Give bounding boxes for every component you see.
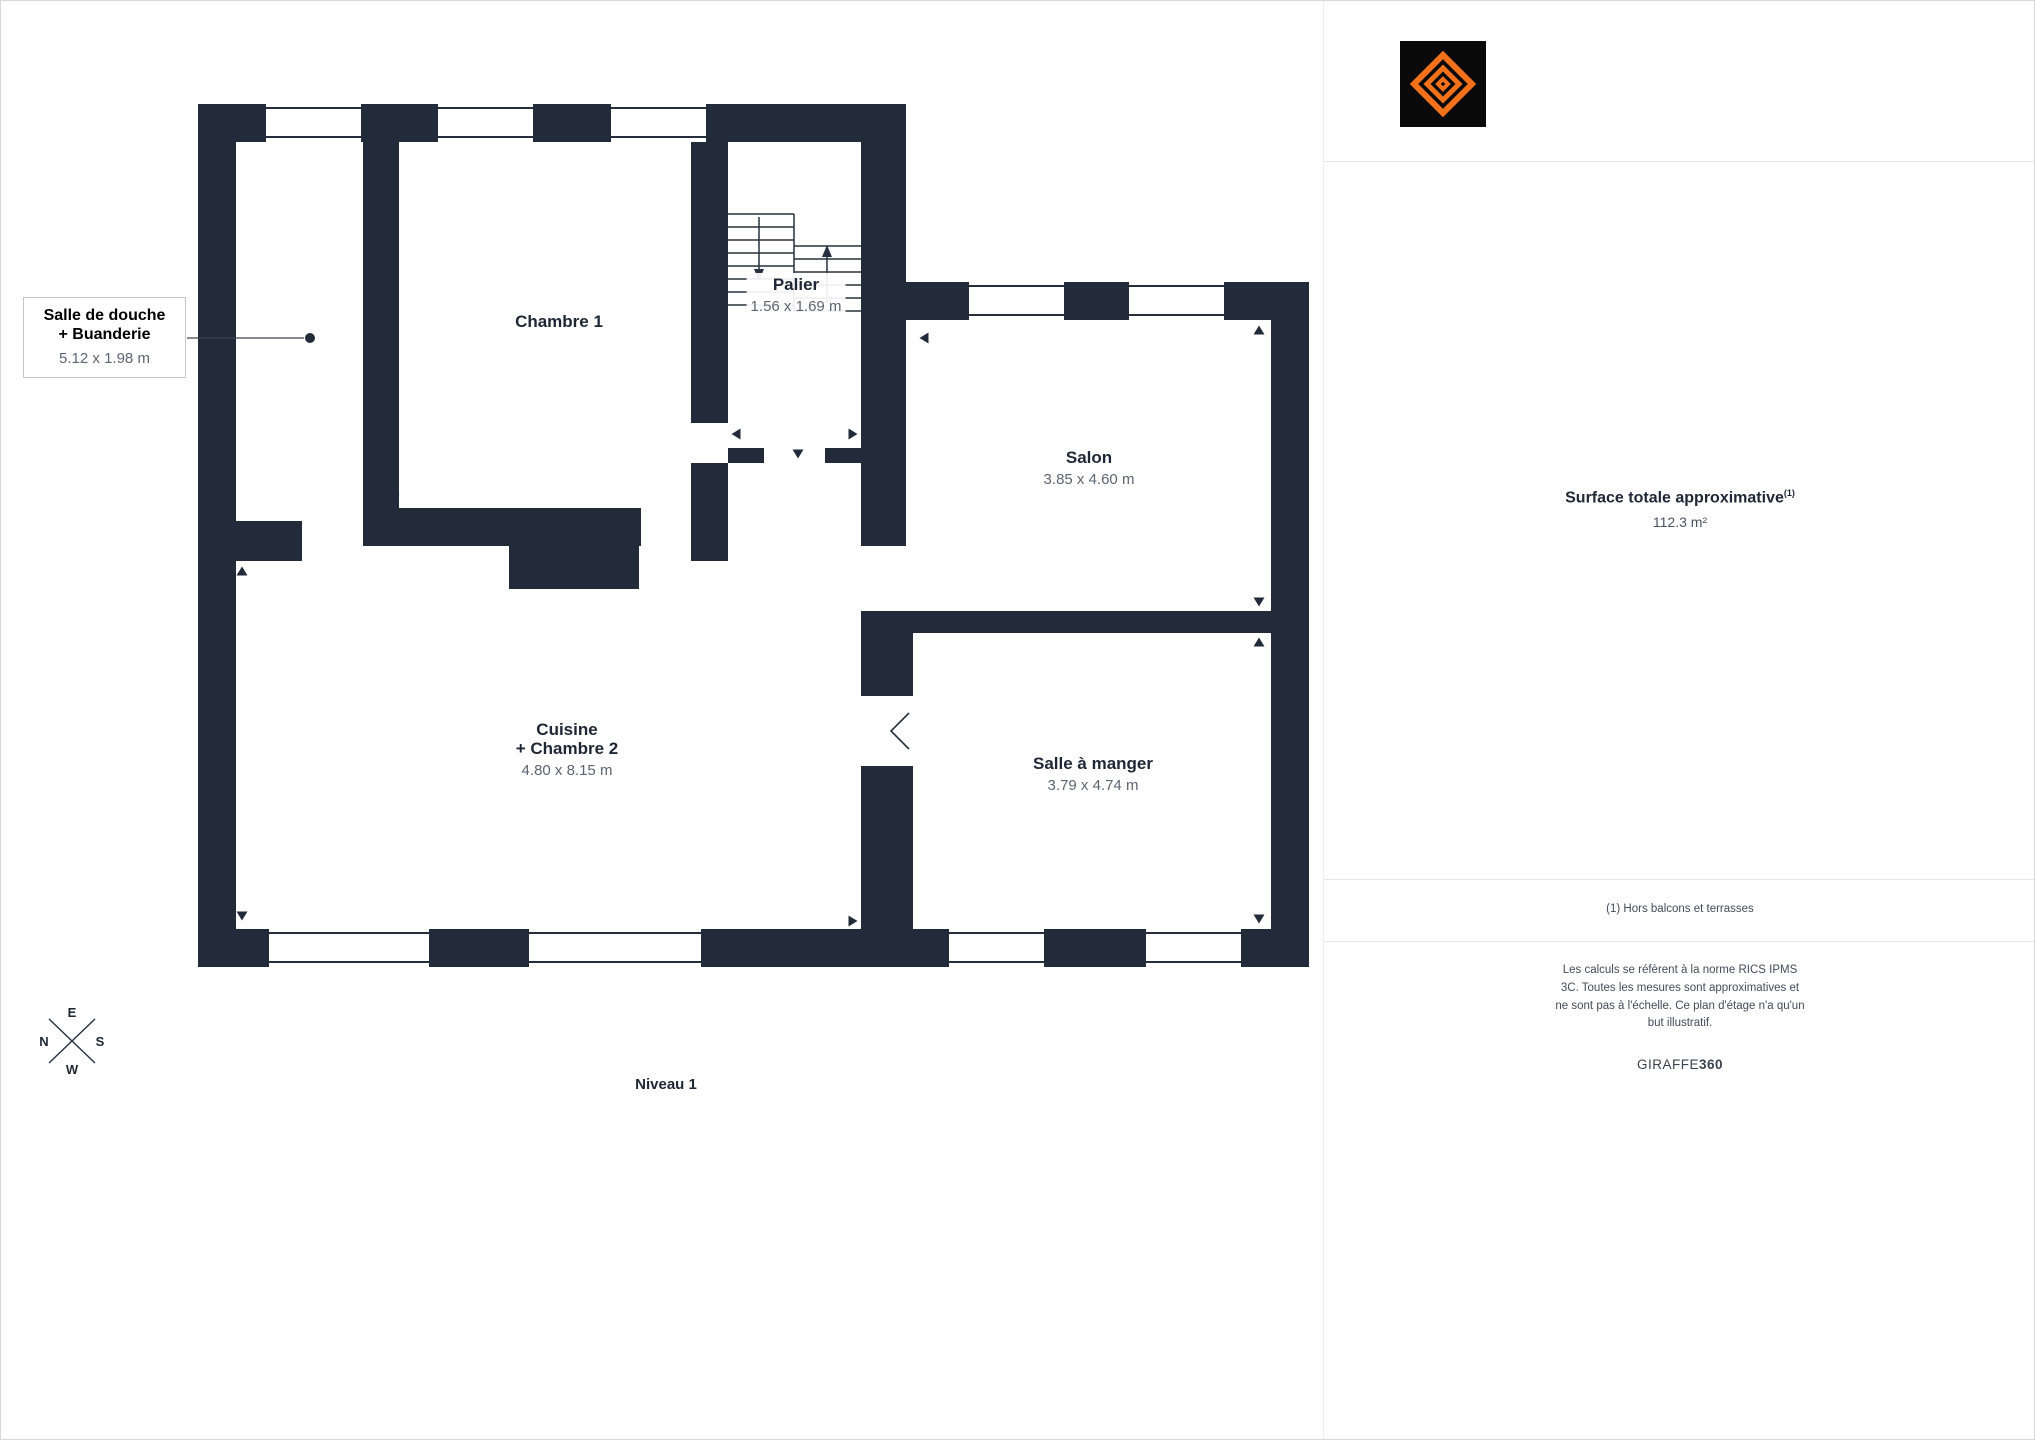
room-name: Salle de douche bbox=[43, 307, 166, 324]
room-label-cuisine: Cuisine + Chambre 2 4.80 x 8.15 m bbox=[516, 720, 619, 779]
room-callout-salle-de-douche: Salle de douche + Buanderie 5.12 x 1.98 … bbox=[23, 297, 186, 378]
giraffe360-logo bbox=[1400, 41, 1486, 127]
measure-arrow bbox=[388, 494, 400, 504]
measure-arrow bbox=[1253, 325, 1265, 335]
window-lines bbox=[266, 107, 1241, 963]
giraffe360-logo-icon bbox=[1400, 41, 1486, 127]
arrowhead-up-icon bbox=[822, 245, 832, 257]
compass-n: N bbox=[39, 1034, 48, 1049]
brand-name: GIRAFFE bbox=[1636, 1057, 1699, 1072]
wall-kitchen-block bbox=[509, 546, 639, 589]
wall-palier-stub-right bbox=[825, 448, 861, 463]
measure-arrow bbox=[373, 144, 385, 154]
wall-right-top bbox=[906, 282, 1309, 320]
measure-arrow bbox=[731, 428, 741, 440]
surface-total-value: 112.3 m² bbox=[1652, 514, 1708, 531]
wall-right bbox=[1271, 282, 1309, 967]
measure-arrow bbox=[1253, 914, 1265, 924]
room-dimensions: 5.12 x 1.98 m bbox=[59, 350, 150, 367]
sidebar-divider bbox=[1324, 879, 2034, 880]
window bbox=[949, 929, 1044, 967]
window bbox=[969, 282, 1064, 320]
wall-left bbox=[198, 104, 236, 967]
sidebar-divider bbox=[1324, 941, 2034, 942]
room-label-chambre1: Chambre 1 bbox=[515, 312, 603, 331]
room-name: Salon bbox=[1065, 448, 1113, 467]
room-name: Chambre 1 bbox=[515, 312, 603, 331]
compass-w: W bbox=[66, 1062, 79, 1077]
window bbox=[1129, 282, 1224, 320]
window bbox=[438, 104, 533, 142]
brand-wordmark: GIRAFFE360 bbox=[1324, 1057, 2034, 1072]
measure-arrow bbox=[848, 428, 858, 440]
floorplan-area: E N S W Chambre 1 Palier 1.56 x 1.69 m S… bbox=[1, 1, 1323, 1439]
measure-arrow bbox=[236, 566, 248, 576]
info-sidebar: Surface totale approximative(1) 112.3 m²… bbox=[1323, 1, 2034, 1439]
logo-diamond-icon bbox=[1409, 50, 1477, 118]
wall-salon-salle-divider bbox=[913, 611, 1271, 633]
measure-arrow bbox=[1253, 637, 1265, 647]
measure-arrow bbox=[792, 449, 804, 459]
window bbox=[1146, 929, 1241, 967]
wall-mid-lower bbox=[861, 766, 913, 929]
sidebar-divider bbox=[1324, 161, 2034, 162]
wall-palier-right bbox=[861, 104, 906, 546]
surface-footnote: (1) Hors balcons et terrasses bbox=[1606, 903, 1754, 915]
compass-s: S bbox=[96, 1034, 105, 1049]
measure-arrow bbox=[708, 494, 720, 504]
room-dimensions: 3.79 x 4.74 m bbox=[1047, 777, 1139, 794]
surface-total-title-text: Surface totale approximative bbox=[1565, 489, 1784, 507]
measure-arrow bbox=[1253, 597, 1265, 607]
room-label-salon: Salon 3.85 x 4.60 m bbox=[1044, 448, 1135, 488]
surface-superscript: (1) bbox=[1783, 488, 1795, 498]
compass-e: E bbox=[68, 1005, 77, 1020]
legal-disclaimer: Les calculs se réfèrent à la norme RICS … bbox=[1555, 964, 1805, 1030]
room-name: Cuisine bbox=[536, 720, 598, 739]
measure-arrow bbox=[236, 911, 248, 921]
wall-under-chambre bbox=[363, 508, 641, 546]
compass-cross bbox=[48, 1018, 96, 1064]
room-name: + Chambre 2 bbox=[515, 739, 619, 758]
room-name: Palier bbox=[772, 275, 820, 294]
window bbox=[611, 104, 706, 142]
room-label-salle-a-manger: Salle à manger 3.79 x 4.74 m bbox=[1033, 754, 1153, 794]
logo-core-diamond bbox=[1435, 76, 1451, 92]
level-label: Niveau 1 bbox=[635, 1076, 697, 1093]
wall-douche-chambre bbox=[363, 142, 399, 511]
wall-left-stub bbox=[236, 521, 302, 561]
door-swing-icon bbox=[889, 712, 910, 750]
window bbox=[269, 929, 429, 967]
measure-arrow bbox=[919, 332, 929, 344]
wall-chambre-palier-lower bbox=[691, 463, 728, 561]
floorplan-svg: E N S W bbox=[39, 104, 1309, 1077]
logo-inner-diamond bbox=[1423, 64, 1463, 104]
logo-outer-diamond bbox=[1409, 50, 1477, 118]
room-name: + Buanderie bbox=[58, 326, 151, 343]
room-dimensions: 1.56 x 1.69 m bbox=[750, 298, 842, 315]
measure-arrows bbox=[236, 144, 1265, 927]
walls bbox=[198, 104, 1309, 967]
window bbox=[266, 104, 361, 142]
window bbox=[529, 929, 701, 967]
room-dimensions: 4.80 x 8.15 m bbox=[521, 762, 613, 779]
surface-total-block: Surface totale approximative(1) 112.3 m² bbox=[1324, 488, 2034, 531]
room-dimensions: 3.85 x 4.60 m bbox=[1043, 471, 1135, 488]
callout-leader-dot bbox=[305, 333, 315, 343]
wall-chambre-palier-upper bbox=[691, 142, 728, 423]
compass: E N S W bbox=[39, 1005, 104, 1077]
surface-total-title: Surface totale approximative(1) bbox=[1324, 488, 2034, 507]
brand-number: 360 bbox=[1698, 1057, 1724, 1072]
room-label-palier: Palier 1.56 x 1.69 m bbox=[746, 273, 846, 317]
wall-palier-stub-left bbox=[728, 448, 764, 463]
wall-mid-upper bbox=[861, 611, 913, 696]
measure-arrow bbox=[848, 915, 858, 927]
windows bbox=[266, 104, 1241, 967]
room-name: Salle à manger bbox=[1032, 754, 1154, 773]
